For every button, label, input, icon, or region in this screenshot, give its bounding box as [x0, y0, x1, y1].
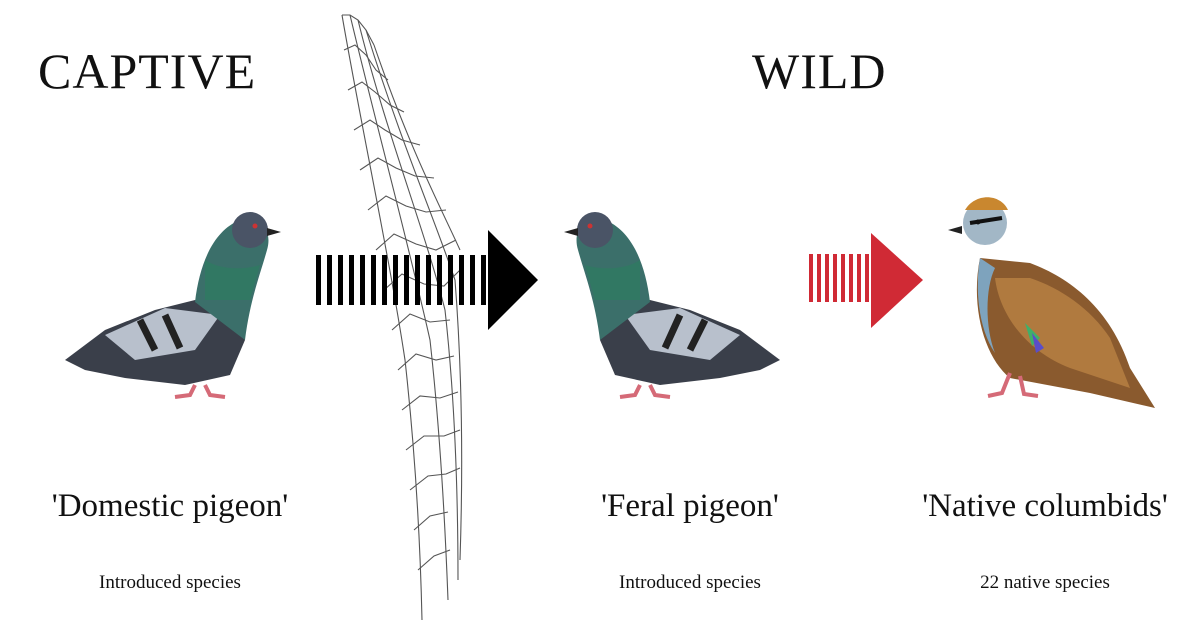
arrow-stripe [360, 255, 365, 305]
arrow-stripe [470, 255, 475, 305]
arrow-stripe [849, 254, 853, 302]
native-columbids-label: 'Native columbids' [895, 488, 1195, 525]
arrow-stripe [316, 255, 321, 305]
escape-arrow [310, 225, 550, 335]
domestic-pigeon-illustration [45, 190, 285, 410]
feral-pigeon-status: Introduced species [540, 572, 840, 594]
arrow-stripe [825, 254, 829, 302]
feral-pigeon-label: 'Feral pigeon' [540, 488, 840, 525]
arrow-stripe [393, 255, 398, 305]
arrow-stripe [338, 255, 343, 305]
domestic-pigeon-status: Introduced species [20, 572, 320, 594]
arrow-stripe [349, 255, 354, 305]
spread-arrow [805, 228, 935, 338]
native-columbids-status: 22 native species [895, 572, 1195, 594]
arrow-stripe [459, 255, 464, 305]
captive-heading: CAPTIVE [38, 42, 256, 100]
arrow-stripe [404, 255, 409, 305]
arrow-stripe [371, 255, 376, 305]
feral-pigeon-illustration [560, 190, 800, 410]
domestic-pigeon-label: 'Domestic pigeon' [20, 488, 320, 525]
arrow-stripe [809, 254, 813, 302]
arrow-stripe [426, 255, 431, 305]
arrow-stripe [448, 255, 453, 305]
wild-heading: WILD [752, 42, 887, 100]
arrow-stripe [857, 254, 861, 302]
native-columbid-illustration [940, 188, 1170, 418]
arrow-stripe [327, 255, 332, 305]
arrow-stripe [841, 254, 845, 302]
arrow-stripe [481, 255, 486, 305]
arrow-stripe [817, 254, 821, 302]
arrow-stripe [865, 254, 869, 302]
arrow-stripe [437, 255, 442, 305]
arrow-stripe [415, 255, 420, 305]
arrow-stripe [833, 254, 837, 302]
arrow-stripe [382, 255, 387, 305]
